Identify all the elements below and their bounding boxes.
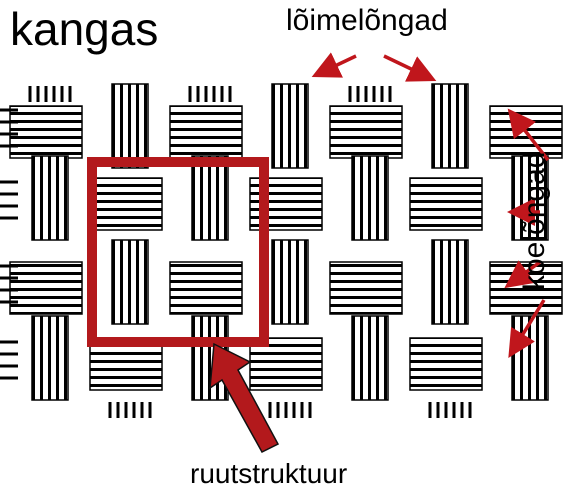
weft-thread-segment xyxy=(9,261,83,315)
weft-thread-segment xyxy=(329,105,403,159)
warp-thread-segment xyxy=(31,155,69,241)
grid-structure-arrow xyxy=(209,342,280,453)
title-label: kangas xyxy=(10,3,159,55)
warp-thread-segment xyxy=(191,155,229,241)
warp-thread-segment xyxy=(271,239,309,325)
weft-arrow-1 xyxy=(507,108,550,162)
grid-structure-highlight xyxy=(87,157,269,347)
warp-thread-segment xyxy=(511,315,549,401)
weft-thread-segment xyxy=(169,105,243,159)
warp-thread-segment xyxy=(431,83,469,169)
warp-thread-segment xyxy=(351,155,389,241)
weft-arrow-4 xyxy=(508,299,546,358)
warp-threads-label: lõimelõngad xyxy=(286,4,448,37)
annotation-arrows xyxy=(209,52,550,453)
warp-thread-segment xyxy=(431,239,469,325)
warp-arrow-left xyxy=(311,52,357,78)
warp-thread-segment xyxy=(111,83,149,169)
grid-structure-label: ruutstruktuur xyxy=(190,458,348,489)
warp-thread-segment xyxy=(351,315,389,401)
weft-thread-segment xyxy=(169,261,243,315)
warp-thread-segment xyxy=(271,83,309,169)
weave-cells xyxy=(9,83,563,401)
weft-threads-label: koelõngad xyxy=(518,151,551,290)
weft-thread-segment xyxy=(409,337,483,391)
warp-thread-segment xyxy=(31,315,69,401)
weft-thread-segment xyxy=(9,105,83,159)
weft-thread-segment xyxy=(409,177,483,231)
warp-thread-segment xyxy=(111,239,149,325)
thread-ends xyxy=(0,86,472,418)
warp-arrow-right xyxy=(383,54,437,82)
weft-thread-segment xyxy=(329,261,403,315)
weft-thread-segment xyxy=(89,177,163,231)
weft-arrow-3 xyxy=(504,260,542,289)
